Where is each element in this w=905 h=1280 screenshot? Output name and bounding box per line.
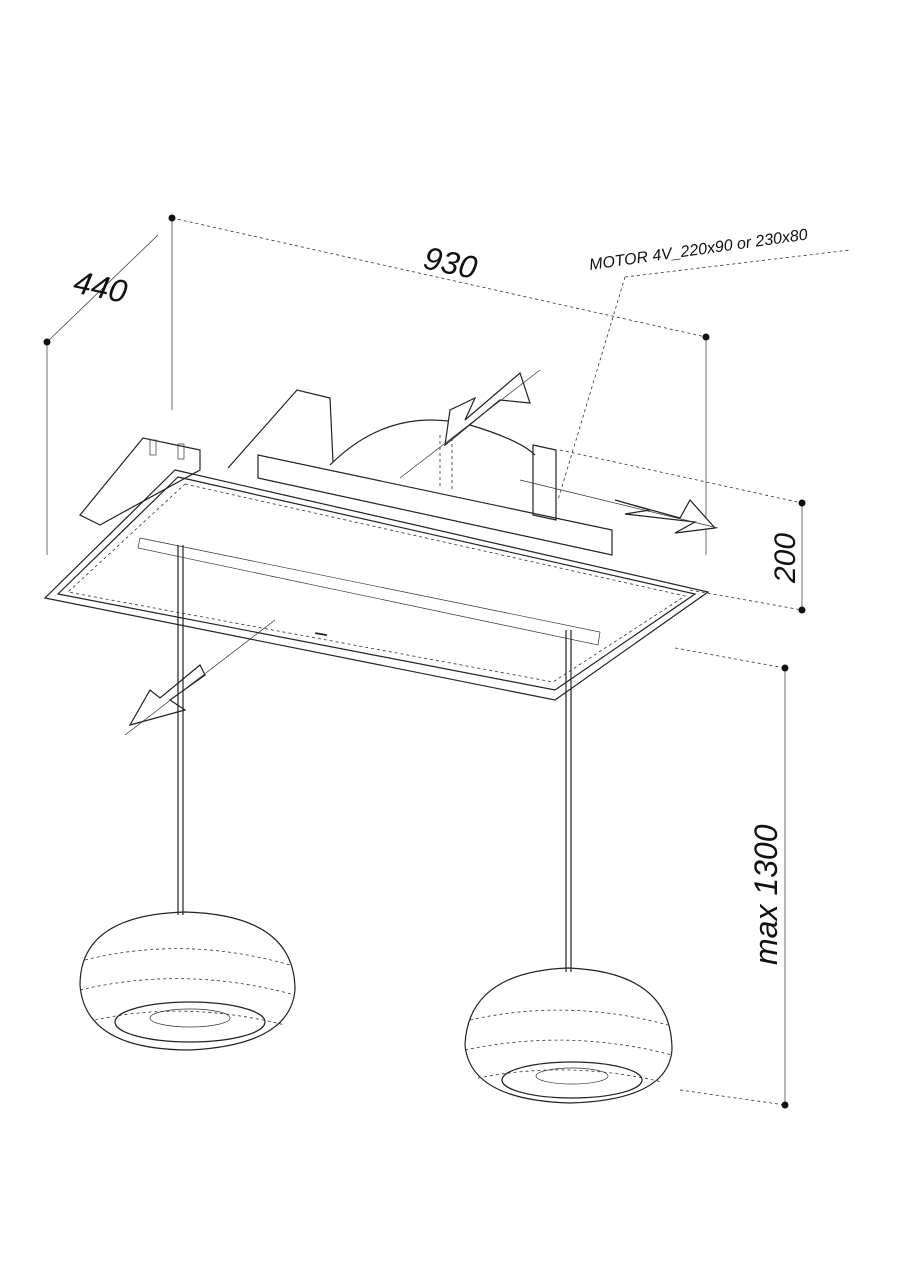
motor-blower-arc: [329, 419, 536, 466]
extension-line: [679, 1089, 786, 1106]
width-dimension-line: [171, 217, 707, 338]
hood-body: ▬▬: [43, 389, 710, 701]
side-box: [79, 437, 201, 526]
dimension-point: [798, 606, 806, 614]
extension-line: [559, 449, 803, 504]
pendant-lamp-left: [79, 911, 296, 1051]
airflow-right-arrow: [614, 498, 717, 534]
motor-label: MOTOR 4V_220x90 or 230x80: [588, 226, 809, 274]
dimension-lines: [43, 214, 851, 1109]
motor-leader-line: [557, 276, 626, 501]
dimension-point: [43, 338, 51, 346]
hood-panel-inner: [56, 476, 697, 691]
pendant-lamp-right: [464, 967, 673, 1104]
motor-label-underline: [624, 249, 851, 278]
airflow-up-arrow: [444, 371, 531, 447]
motor-bracket: [532, 444, 557, 521]
hood-panel-filter: [67, 483, 687, 683]
dimension-point: [781, 1101, 789, 1109]
motor-housing-flap: [227, 389, 334, 469]
dimension-point: [798, 499, 806, 507]
height-label: 200: [769, 533, 802, 584]
brand-mark: ▬▬: [315, 630, 328, 638]
dimension-point: [168, 214, 176, 222]
motor-housing-front: [257, 454, 613, 556]
light-strip: [137, 537, 601, 646]
suspension-label: max 1300: [748, 824, 784, 965]
width-label: 930: [421, 240, 481, 286]
depth-dimension-line: [46, 234, 159, 343]
extension-line: [689, 589, 803, 611]
dimension-point: [702, 333, 710, 341]
dimension-point: [781, 664, 789, 672]
hood-panel-outer: [43, 469, 710, 701]
extension-line: [674, 647, 786, 669]
airflow-down-arrow: [128, 664, 206, 726]
